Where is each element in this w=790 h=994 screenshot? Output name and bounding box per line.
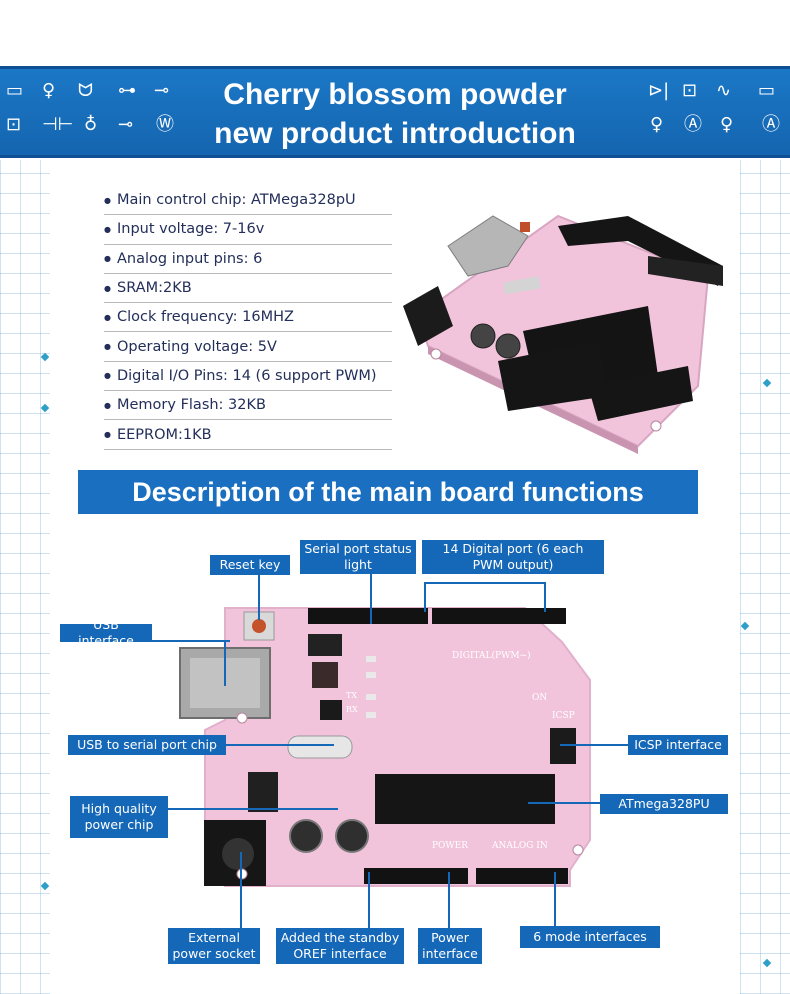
callout-line	[424, 582, 546, 584]
spec-item: Operating voltage: 5V	[104, 332, 392, 362]
spec-item: SRAM:2KB	[104, 274, 392, 304]
spec-item: EEPROM:1KB	[104, 420, 392, 450]
label-standby-oref: Added the standby OREF interface	[276, 928, 404, 964]
silk-rx: RX	[346, 705, 358, 714]
header-banner: Cherry blossom powder new product introd…	[0, 66, 790, 158]
section-title: Description of the main board functions	[78, 470, 698, 514]
bulb-icon: ♀	[42, 80, 56, 101]
label-usb-serial-chip: USB to serial port chip	[68, 735, 226, 755]
spec-item: Input voltage: 7-16v	[104, 215, 392, 245]
silk-on: ON	[532, 693, 547, 703]
spec-item: Digital I/O Pins: 14 (6 support PWM)	[104, 362, 392, 392]
silk-digital: DIGITAL(PWM~)	[452, 650, 531, 661]
spec-item: Memory Flash: 32KB	[104, 391, 392, 421]
label-external-socket: External power socket	[168, 928, 260, 964]
resistor-icon: ∿	[716, 80, 732, 101]
relay-icon: ⊸	[118, 114, 134, 135]
banner-title: Cherry blossom powder new product introd…	[170, 75, 620, 153]
silk-analog: ANALOG IN	[491, 841, 548, 851]
left-grid-strip	[0, 160, 50, 994]
label-atmega: ATmega328PU	[600, 794, 728, 814]
callout-line	[240, 852, 242, 932]
callout-line	[224, 640, 226, 686]
ammeter-icon: Ⓐ	[684, 114, 702, 135]
callout-line	[168, 808, 338, 810]
led-icon: ♀	[650, 114, 664, 135]
callout-line	[554, 872, 556, 926]
banner-title-line1: Cherry blossom powder	[223, 78, 567, 111]
silk-icsp: ICSP	[552, 711, 575, 721]
resistor-icon: ▭	[6, 80, 24, 101]
callout-line	[528, 802, 602, 804]
label-reset-key: Reset key	[210, 555, 290, 575]
callout-line	[424, 582, 426, 612]
callout-line	[150, 640, 230, 642]
label-serial-status: Serial port status light	[300, 540, 416, 574]
callout-line	[258, 572, 260, 620]
label-usb-interface: USB interface	[60, 617, 152, 648]
spec-item: Analog input pins: 6	[104, 245, 392, 274]
spec-list: Main control chip: ATMega328pU Input vol…	[104, 186, 392, 450]
bulb-icon: ♀	[720, 114, 734, 135]
label-power-chip: High quality power chip	[70, 796, 168, 838]
switch-icon: ⊸	[154, 80, 170, 101]
callout-line	[560, 744, 630, 746]
silk-tx: TX	[346, 691, 357, 700]
lamp-icon: ♁	[84, 114, 98, 135]
spec-item: Main control chip: ATMega328pU	[104, 186, 392, 216]
transistor-icon: ⊡	[682, 80, 698, 101]
right-grid-strip	[740, 160, 790, 994]
callout-line	[368, 872, 370, 932]
capacitor-icon: ⊣⊢	[42, 114, 74, 135]
silk-power: POWER	[432, 841, 468, 851]
callout-line	[544, 582, 546, 612]
spec-item: Clock frequency: 16MHZ	[104, 303, 392, 333]
label-mode-interfaces: 6 mode interfaces	[520, 926, 660, 948]
ammeter-icon: Ⓐ	[762, 114, 780, 135]
callout-line	[224, 744, 334, 746]
callout-line	[370, 574, 372, 624]
coil-icon: ᗢ	[78, 80, 93, 101]
battery-icon: ⊶	[118, 80, 136, 101]
chip-icon: ⊡	[6, 114, 22, 135]
board-photo-angled	[403, 214, 723, 454]
label-digital-port: 14 Digital port (6 each PWM output)	[422, 540, 604, 574]
banner-title-line2: new product introduction	[214, 117, 576, 150]
label-icsp-interface: ICSP interface	[628, 735, 728, 755]
voltmeter-icon: Ⓦ	[156, 114, 174, 135]
label-power-interface: Power interface	[418, 928, 482, 964]
callout-line	[448, 872, 450, 932]
board-diagram: DIGITAL(PWM~) ANALOG IN POWER ICSP ON TX…	[179, 607, 591, 887]
fuse-icon: ▭	[758, 80, 776, 101]
diode-icon: ⊳|	[648, 80, 670, 101]
